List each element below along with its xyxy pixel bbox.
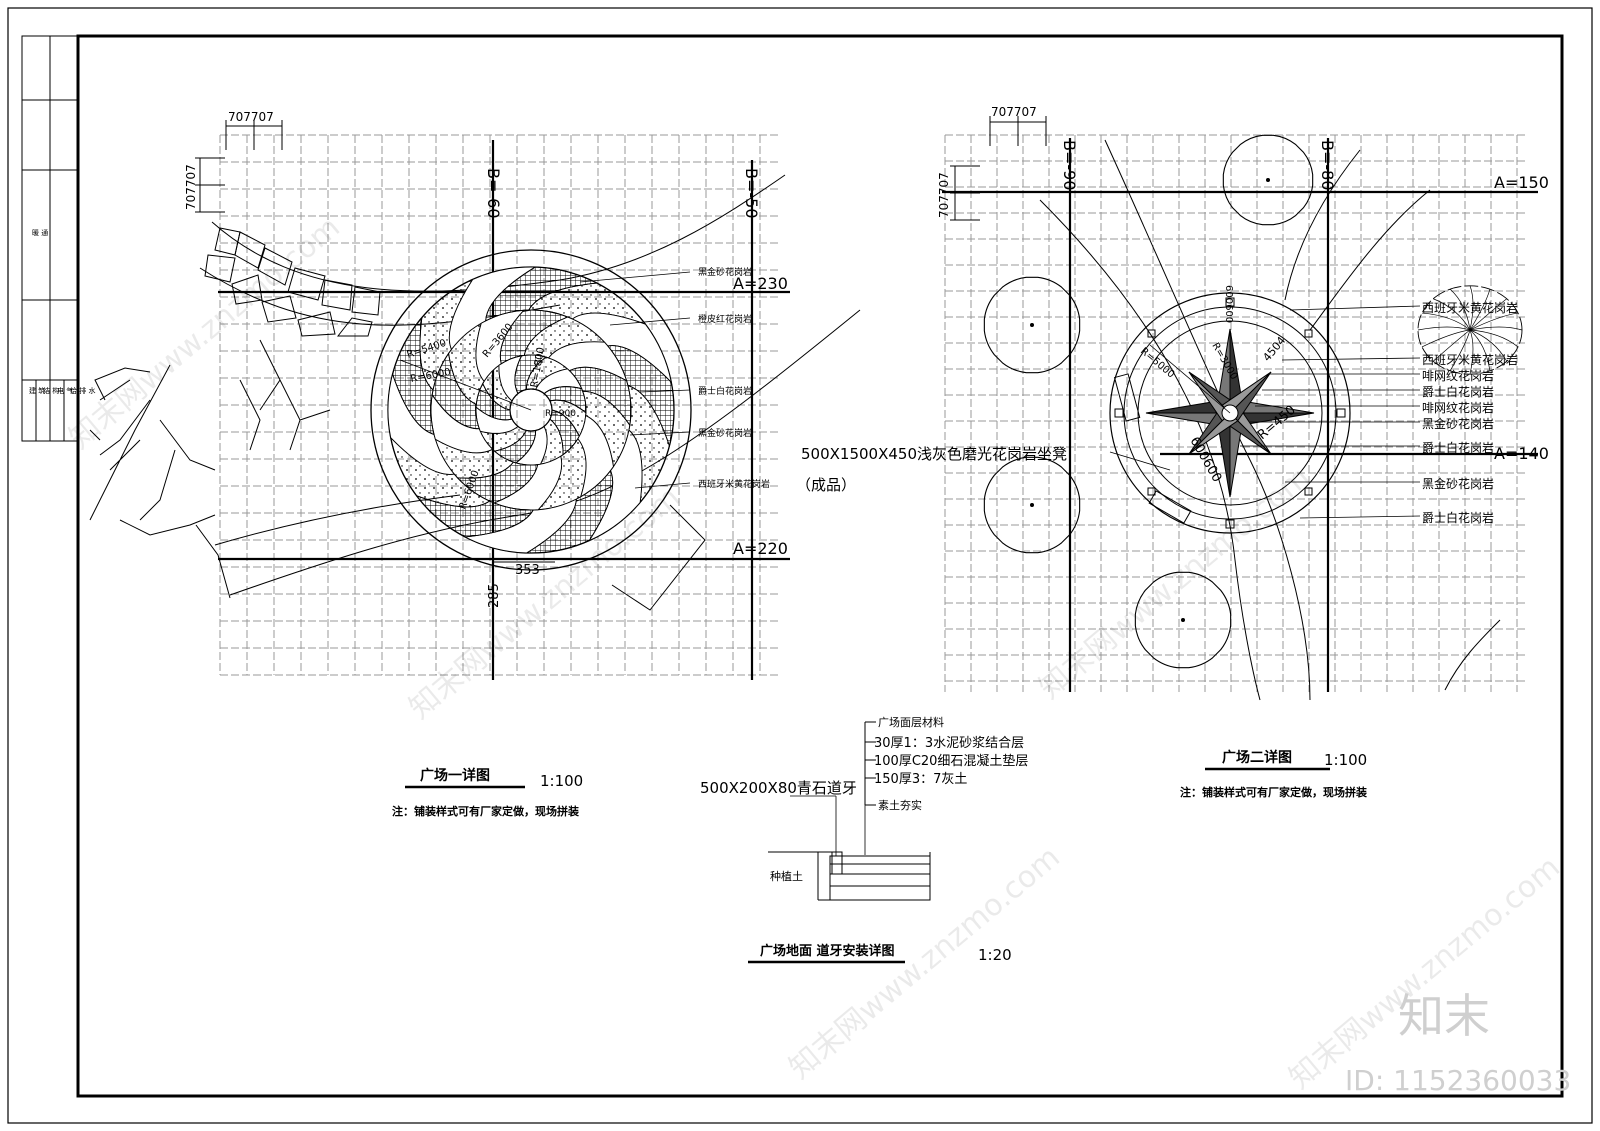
label-p2-4: 爵士白花岗岩 (1422, 384, 1494, 399)
drawing-frame (76, 34, 1564, 1098)
coord-a-150: A=150 (1494, 173, 1549, 192)
swirl-pattern (387, 266, 675, 554)
coord-a-140: A=140 (1494, 444, 1549, 463)
soil-label: 种植土 (770, 869, 803, 883)
bench-bottom (1148, 490, 1192, 524)
label-p1-3: 爵士白花岗岩 (698, 385, 752, 397)
label-p2-1: 西班牙米黄花岗岩 (1422, 300, 1518, 315)
label-p2-3: 啡网纹花岗岩 (1422, 368, 1494, 383)
dim-285: 285 (487, 583, 502, 608)
outer-border (7, 7, 1593, 1124)
plaza2-ring-3 (1137, 320, 1323, 506)
radius-900: R=900 (545, 409, 576, 419)
label-p1-5: 西班牙米黄花岗岩 (698, 478, 770, 490)
section-scale: 1:20 (978, 946, 1012, 964)
layer-2: 30厚1：3水泥砂浆结合层 (874, 736, 1024, 751)
dim2-left-707: 707707 (937, 172, 951, 218)
plan2-curves (1039, 139, 1501, 701)
coord-b-90: B=-90 (1060, 140, 1079, 191)
tree-symbol (89, 339, 331, 536)
plaza1-center (509, 388, 553, 432)
coord-b-80: B=-80 (1318, 140, 1337, 191)
label-p2-9: 爵士白花岗岩 (1422, 510, 1494, 525)
coord-b-50: B=-50 (742, 168, 761, 219)
bench-label-sub: （成品） (796, 476, 856, 494)
section-title: 广场地面 道牙安装详图 (760, 943, 895, 959)
watermark-logo: 知末 (1398, 989, 1490, 1043)
plaza1-outer-ring (370, 249, 692, 571)
plan2-scale: 1:100 (1324, 751, 1367, 769)
tb-cell-1: 建 筑 (29, 386, 45, 395)
dim2-600a: 600600 (1223, 285, 1234, 323)
plaza2-outer-ring (1109, 292, 1351, 534)
layer-4: 150厚3：7灰土 (874, 772, 967, 787)
layer-3: 100厚C20细石混凝土垫层 (874, 753, 1028, 769)
plan-two-grid (944, 134, 1525, 692)
title-block: 建 筑 结 构 电 气 给 排 水 暖 通 (21, 35, 95, 442)
dim-left-707: 707707 (184, 164, 198, 210)
flagstone-paving (204, 227, 381, 337)
plan1-scale: 1:100 (540, 772, 583, 790)
label-p2-2: 西班牙米黄花岗岩 (1422, 352, 1518, 367)
curb-section-detail: 广场面层材料 30厚1：3水泥砂浆结合层 100厚C20细石混凝土垫层 150厚… (700, 715, 1028, 964)
plan1-note: 注：铺装样式可有厂家定做，现场拼装 (392, 804, 579, 818)
label-p1-1: 黑金砂花岗岩 (698, 266, 752, 278)
plan2-note: 注：铺装样式可有厂家定做，现场拼装 (1180, 785, 1367, 799)
round-planters (983, 134, 1314, 669)
coord-a-230: A=230 (733, 274, 788, 293)
compass-star (1145, 328, 1315, 498)
label-p2-5: 啡网纹花岗岩 (1422, 400, 1494, 415)
dim2-top-707: 707707 (991, 105, 1037, 119)
curb-label: 500X200X80青石道牙 (700, 779, 857, 797)
bench-left (1113, 373, 1141, 422)
dim-353: 353 (515, 563, 540, 578)
bench-label: 500X1500X450浅灰色磨光花岗岩坐凳 (801, 445, 1067, 463)
label-p1-4: 黑金砂花岗岩 (698, 427, 752, 439)
label-p2-7: 爵士白花岗岩 (1422, 440, 1494, 455)
layer-5: 素土夯实 (878, 798, 922, 812)
watermark-site-5: 知末网www.znzmo.com (1283, 850, 1567, 1096)
coord-b-60: B=-60 (484, 168, 503, 219)
dim-top-707: 707707 (228, 110, 274, 124)
plan-one: B=-60 B=-50 A=230 A=220 707707 707707 (89, 110, 861, 818)
watermark-site-1: 知末网www.znzmo.com (63, 210, 347, 456)
coord-a-220: A=220 (733, 539, 788, 558)
tb-cell-3: 电 气 (57, 386, 73, 395)
watermark-id: ID: 1152360033 (1345, 1064, 1571, 1097)
tb-cell-2: 结 构 (43, 386, 59, 395)
plan2-title: 广场二详图 (1222, 749, 1292, 766)
layer-1: 广场面层材料 (878, 715, 944, 729)
plan-two: B=-90 B=-80 A=150 A=140 707707 707707 (796, 105, 1549, 799)
plan1-title: 广场一详图 (420, 767, 490, 784)
tb-cell-5: 暖 通 (32, 228, 48, 237)
label-p2-6: 黑金砂花岗岩 (1422, 416, 1494, 431)
palm-tree-symbol (1417, 285, 1523, 375)
label-p2-8: 黑金砂花岗岩 (1422, 476, 1494, 491)
tb-cell-4: 给 排 水 (70, 386, 95, 395)
label-p1-2: 橙皮红花岗岩 (698, 313, 752, 325)
